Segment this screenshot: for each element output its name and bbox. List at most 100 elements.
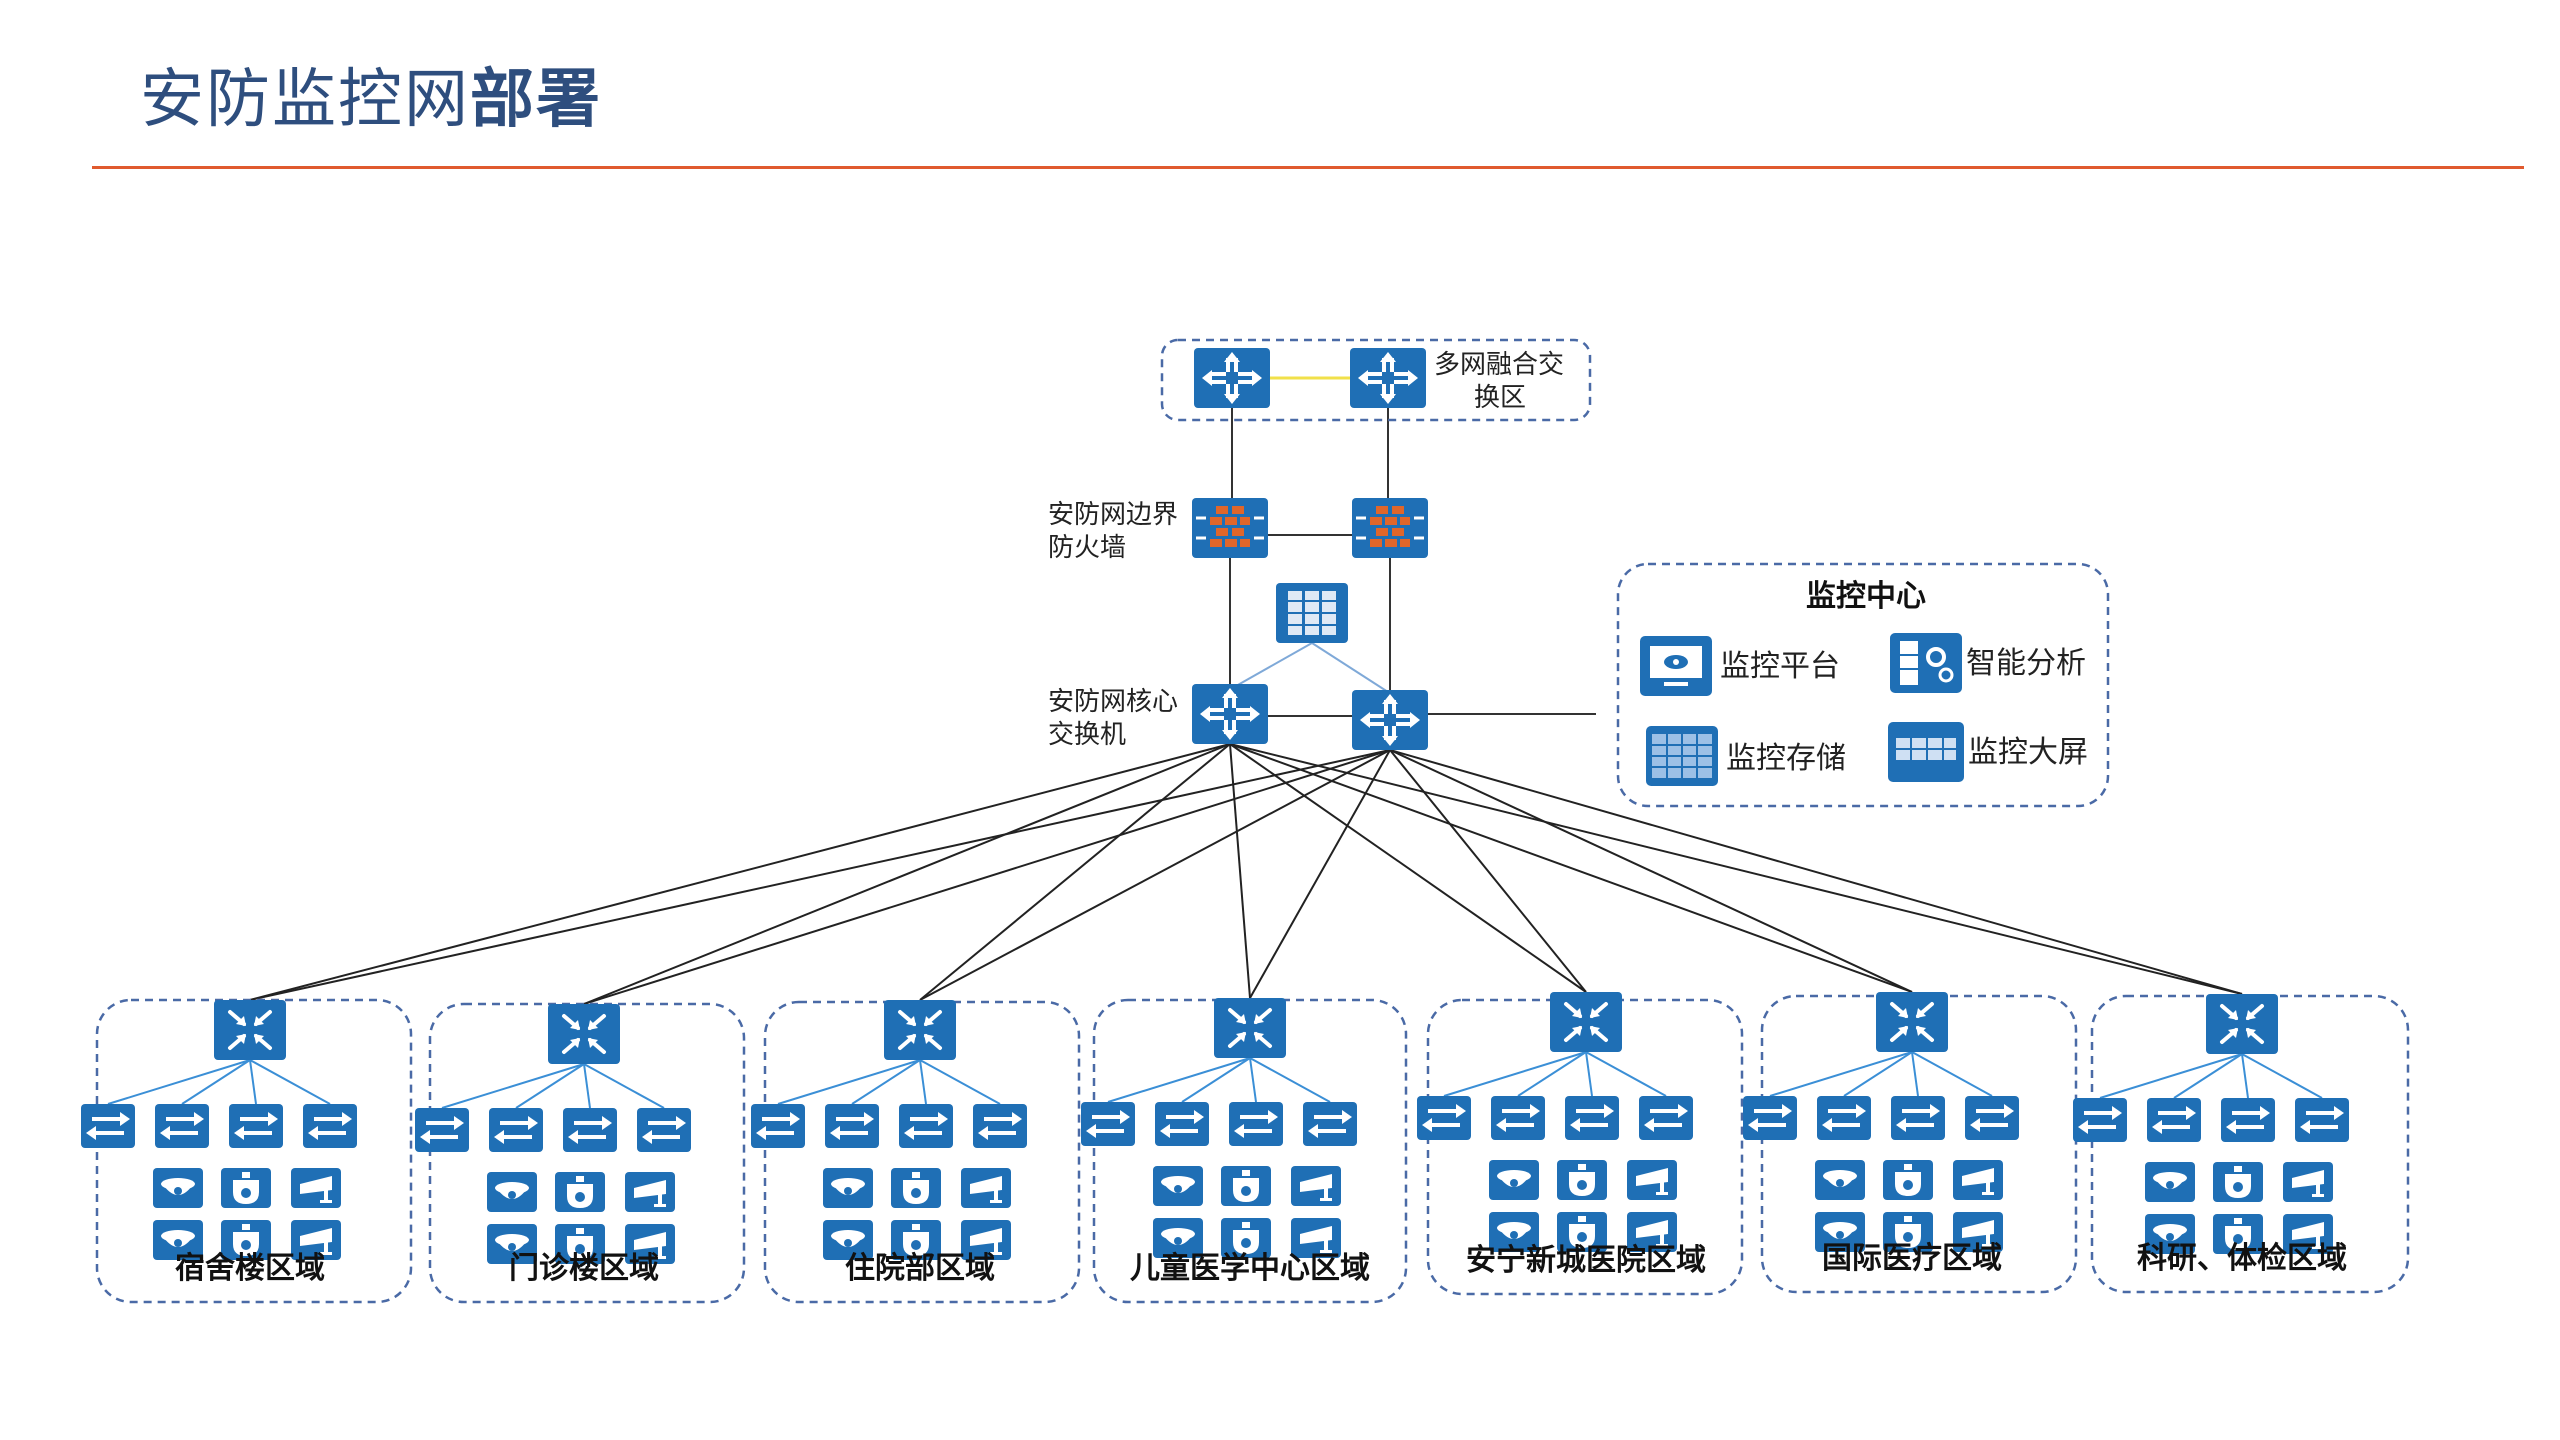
region-6: 国际医疗区域: [1741, 990, 2078, 1294]
access-switch-icon: [79, 1102, 137, 1150]
dome-camera-icon: [1815, 1160, 1865, 1200]
access-switch-icon: [413, 1106, 471, 1154]
access-switch-icon: [749, 1102, 807, 1150]
core-right-to-region-4-link: [1249, 749, 1391, 999]
agg-to-access-link: [1517, 1051, 1587, 1097]
access-switch-icon: [561, 1106, 619, 1154]
fusion-zone-label-2: 换区: [1474, 383, 1526, 413]
ptz-camera-icon: [1557, 1160, 1607, 1200]
region-border: [428, 1002, 746, 1304]
core-label-2: 交换机: [1048, 720, 1126, 750]
core-switch-left-icon: [1190, 682, 1270, 746]
agg-to-access-link: [249, 1059, 257, 1105]
agg-to-access-link: [1249, 1057, 1257, 1103]
storage-icon: [1645, 725, 1719, 787]
core-right-to-region-7-link: [1389, 749, 2243, 995]
agg-to-access-link: [583, 1063, 591, 1109]
agg-to-access-link: [2241, 1053, 2323, 1099]
access-switch-icon: [1815, 1094, 1873, 1142]
bullet-camera-icon: [2283, 1162, 2333, 1202]
agg-to-access-link: [515, 1063, 585, 1109]
agg-to-access-link: [2241, 1053, 2249, 1099]
region-label: 儿童医学中心区域: [1130, 1251, 1370, 1286]
access-switch-icon: [2293, 1096, 2351, 1144]
video-wall-icon: [1888, 722, 1964, 782]
firewall-right-icon: [1350, 496, 1430, 560]
access-switch-icon: [227, 1102, 285, 1150]
intelligent-analysis-icon: [1888, 631, 1964, 695]
aggregation-switch-icon: [1548, 990, 1624, 1054]
bullet-camera-icon: [1953, 1160, 2003, 1200]
core-right-to-region-1-link: [249, 749, 1391, 1001]
dome-camera-icon: [1489, 1160, 1539, 1200]
regions-layer: 宿舍楼区域门诊楼区域住院部区域儿童医学中心区域安宁新城医院区域国际医疗区域科研、…: [79, 990, 2410, 1304]
agg-to-access-link: [249, 1059, 331, 1105]
dome-camera-icon: [2145, 1162, 2195, 1202]
region-label: 宿舍楼区域: [175, 1251, 325, 1286]
agg-to-access-link: [1585, 1051, 1667, 1097]
firewall-group: 安防网边界 防火墙: [1048, 496, 1430, 563]
agg-to-access-link: [919, 1059, 927, 1105]
core-switch-right-icon: [1350, 688, 1430, 752]
region-label: 科研、体检区域: [2137, 1241, 2347, 1276]
bullet-camera-icon: [1627, 1160, 1677, 1200]
core-right-to-region-6-link: [1389, 749, 1913, 993]
ptz-camera-icon: [891, 1168, 941, 1208]
access-switch-icon: [635, 1106, 693, 1154]
monitor-center: 监控中心 监控平台 智能分析 监控存储 监控大屏: [1616, 562, 2110, 808]
server-to-core-right: [1311, 642, 1389, 693]
fusion-zone-label-1: 多网融合交: [1434, 350, 1564, 380]
region-5: 安宁新城医院区域: [1415, 990, 1744, 1296]
access-switch-icon: [2219, 1096, 2277, 1144]
dome-camera-icon: [1153, 1166, 1203, 1206]
access-switch-icon: [897, 1102, 955, 1150]
access-switch-icon: [823, 1102, 881, 1150]
aggregation-switch-icon: [882, 998, 958, 1062]
region-border: [1760, 994, 2078, 1294]
access-switch-icon: [971, 1102, 1029, 1150]
access-switch-icon: [2145, 1096, 2203, 1144]
agg-to-access-link: [1769, 1051, 1913, 1097]
dome-camera-icon: [823, 1168, 873, 1208]
agg-to-access-link: [1249, 1057, 1331, 1103]
aggregation-switch-icon: [1212, 996, 1288, 1060]
page-title: 安防监控网部署: [140, 48, 602, 140]
agg-to-access-link: [1911, 1051, 1919, 1097]
agg-to-access-link: [777, 1059, 921, 1105]
title-divider: [92, 166, 2524, 169]
agg-to-access-link: [107, 1059, 251, 1105]
region-3: 住院部区域: [749, 998, 1081, 1304]
core-label-1: 安防网核心: [1048, 687, 1178, 717]
firewall-label-1: 安防网边界: [1048, 500, 1178, 530]
access-switch-icon: [301, 1102, 359, 1150]
core-switch-group: 安防网核心 交换机: [1048, 682, 1430, 752]
access-switch-icon: [1637, 1094, 1695, 1142]
server-to-core-left: [1235, 642, 1313, 687]
agg-to-access-link: [1843, 1051, 1913, 1097]
core-left-to-region-2-link: [583, 743, 1231, 1005]
ptz-camera-icon: [555, 1172, 605, 1212]
fusion-router-right-icon: [1348, 346, 1428, 410]
access-switch-icon: [153, 1102, 211, 1150]
fusion-zone: 多网融合交 换区: [1160, 338, 1592, 422]
core-left-to-region-3-link: [919, 743, 1231, 1001]
management-server-icon: [1275, 582, 1349, 644]
access-switch-icon: [1563, 1094, 1621, 1142]
access-switch-icon: [1415, 1094, 1473, 1142]
region-7: 科研、体检区域: [2071, 992, 2410, 1294]
access-switch-icon: [1153, 1100, 1211, 1148]
access-switch-icon: [487, 1106, 545, 1154]
ptz-camera-icon: [1221, 1166, 1271, 1206]
monitor-center-title: 监控中心: [1806, 579, 1926, 614]
bullet-camera-icon: [291, 1168, 341, 1208]
core-right-to-region-3-link: [919, 749, 1391, 1001]
core-left-to-region-1-link: [249, 743, 1231, 1001]
agg-to-access-link: [919, 1059, 1001, 1105]
dome-camera-icon: [153, 1168, 203, 1208]
agg-to-access-link: [181, 1059, 251, 1105]
core-left-to-region-6-link: [1229, 743, 1913, 993]
firewall-label-2: 防火墙: [1048, 533, 1126, 563]
core-left-to-region-5-link: [1229, 743, 1587, 993]
links-layer: [249, 376, 2243, 1005]
